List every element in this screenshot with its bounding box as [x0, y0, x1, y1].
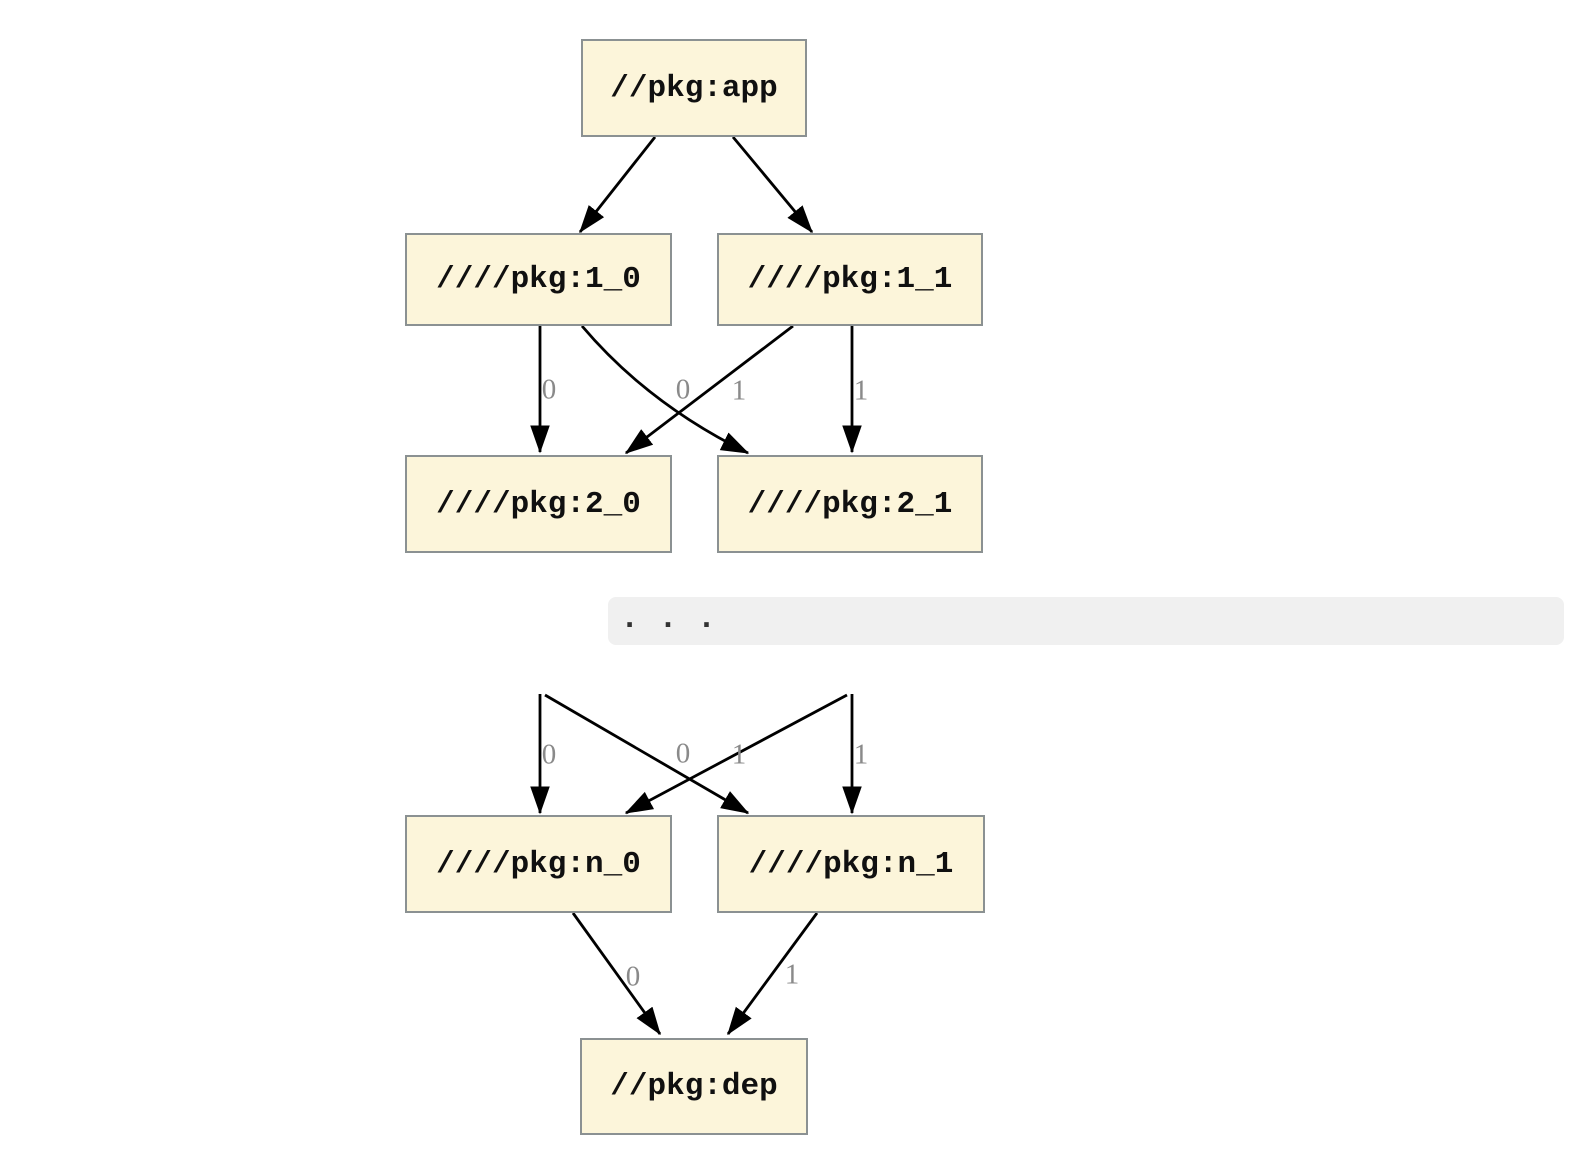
edge-elided-to-n_0-cross — [624, 693, 848, 815]
node-label: ////pkg:2_0 — [436, 486, 641, 522]
node-pkg-n_1: ////pkg:n_1 — [717, 815, 985, 913]
elided-levels-ellipsis: . . . — [620, 600, 717, 637]
node-label: ////pkg:1_0 — [436, 262, 641, 297]
edge-1_1-to-2_0 — [624, 324, 794, 455]
node-pkg-1_0: ////pkg:1_0 — [405, 233, 672, 326]
node-pkg-1_1: ////pkg:1_1 — [717, 233, 983, 326]
edge-label-1_0-2_0: 0 — [541, 373, 557, 406]
node-pkg-2_0: ////pkg:2_0 — [405, 455, 672, 553]
edge-app-to-1_1 — [731, 136, 814, 234]
edge-elided-to-n_1 — [544, 693, 750, 815]
node-pkg-n_0: ////pkg:n_0 — [405, 815, 672, 913]
edge-n_1-to-dep — [726, 912, 819, 1036]
edge-label-n_0-dep: 0 — [625, 960, 641, 993]
edge-label-1_0-2_1: 0 — [675, 373, 691, 406]
edge-label-n_1-dep: 1 — [784, 958, 800, 991]
node-label: ////pkg:1_1 — [747, 262, 953, 297]
node-pkg-app: //pkg:app — [581, 39, 807, 137]
node-label: //pkg:app — [610, 70, 778, 106]
node-label: //pkg:dep — [610, 1069, 778, 1104]
elided-levels-band: . . . — [608, 597, 1564, 645]
edge-label-1_1-2_1: 1 — [853, 374, 869, 407]
edge-label-elided-n_1: 0 — [675, 737, 691, 770]
node-pkg-2_1: ////pkg:2_1 — [717, 455, 983, 553]
edge-label-elided-n_0-cross: 1 — [731, 738, 747, 771]
edge-label-1_1-2_0: 1 — [731, 374, 747, 407]
node-pkg-dep: //pkg:dep — [580, 1038, 808, 1135]
edge-label-elided-n_0: 0 — [541, 738, 557, 771]
edge-label-elided-n_1-straight: 1 — [853, 738, 869, 771]
node-label: ////pkg:n_0 — [436, 846, 641, 882]
edge-n_0-to-dep — [571, 912, 662, 1036]
edge-1_0-to-2_1 — [580, 325, 750, 455]
node-label: ////pkg:n_1 — [748, 846, 954, 882]
edge-app-to-1_0 — [578, 136, 657, 234]
node-label: ////pkg:2_1 — [747, 486, 953, 522]
